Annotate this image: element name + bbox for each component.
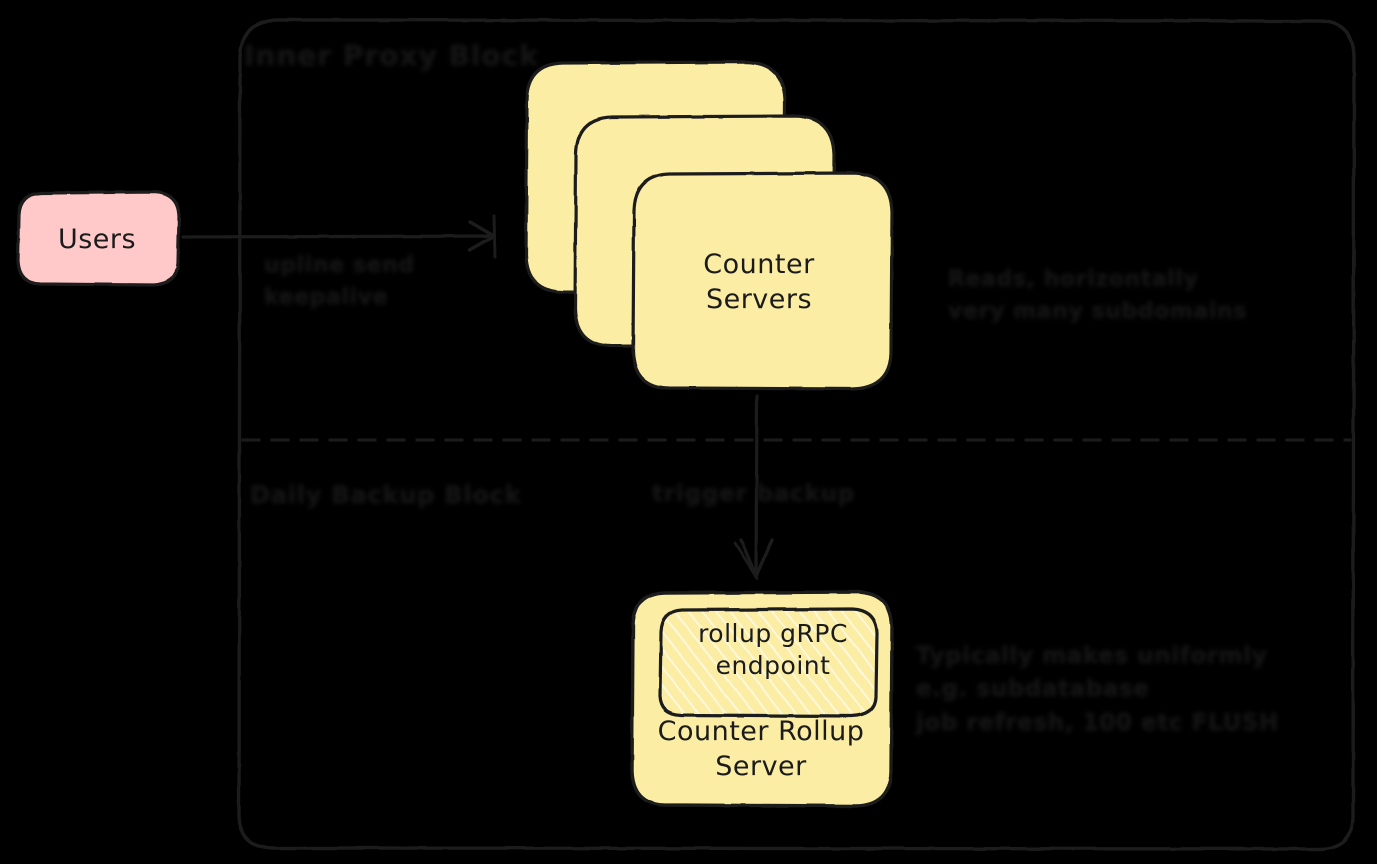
outer-container-border <box>237 18 1356 851</box>
node-grpc-endpoint[interactable] <box>658 607 879 718</box>
counter-server-card-front <box>631 171 894 391</box>
node-users[interactable] <box>16 190 181 287</box>
edge-users-to-counter-servers <box>181 214 497 259</box>
node-counter-servers[interactable] <box>524 60 894 391</box>
edge-counter-servers-to-rollup <box>733 394 774 580</box>
